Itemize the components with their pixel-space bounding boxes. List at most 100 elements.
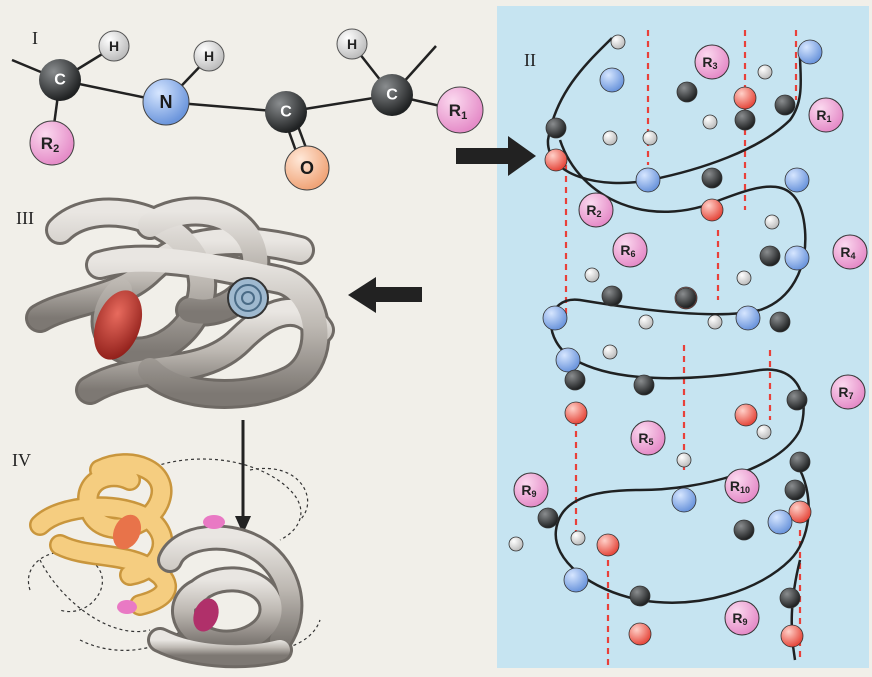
hydrogen-left bbox=[98, 30, 130, 62]
helix-atom-h bbox=[602, 130, 618, 146]
residue-r1-label: R1 bbox=[449, 101, 467, 123]
helix-atom-n bbox=[542, 305, 568, 331]
helix-atom-o bbox=[628, 622, 652, 646]
helix-atom-n bbox=[555, 347, 581, 373]
panel-label-ii: II bbox=[524, 50, 536, 70]
helix-atom-n bbox=[767, 509, 793, 535]
helix-residue-r5-label: R5 bbox=[638, 430, 653, 447]
arrow-left-icon bbox=[348, 277, 422, 313]
tertiary-tube bbox=[25, 196, 335, 409]
helix-residue-r6 bbox=[612, 232, 648, 268]
helix-atom-o bbox=[788, 500, 812, 524]
helix-residue-r9-label: R9 bbox=[521, 482, 536, 499]
helix-atom-n bbox=[735, 305, 761, 331]
helix-atom-h bbox=[764, 214, 780, 230]
residue-r2 bbox=[29, 120, 75, 166]
helix-atom-o bbox=[544, 148, 568, 172]
helix-residue-r7-label: R7 bbox=[838, 384, 853, 401]
helix-atom-n bbox=[784, 245, 810, 271]
helix-atom-o bbox=[564, 401, 588, 425]
helix-atom-c bbox=[779, 587, 801, 609]
helix-residue-r3 bbox=[694, 44, 730, 80]
helix-atom-o bbox=[733, 86, 757, 110]
nitrogen-atom bbox=[142, 78, 190, 126]
helix-atom-h bbox=[676, 452, 692, 468]
helix-atom-n bbox=[635, 167, 661, 193]
helix-atom-c bbox=[734, 109, 756, 131]
helix-cross-section bbox=[227, 277, 269, 319]
helix-atom-h bbox=[642, 130, 658, 146]
helix-atom-c bbox=[633, 374, 655, 396]
hydrogen-right-label: H bbox=[347, 36, 357, 52]
panel-label-iv: IV bbox=[12, 450, 31, 470]
helix-atom-c bbox=[564, 369, 586, 391]
helix-atom-h bbox=[508, 536, 524, 552]
helix-residue-r2 bbox=[578, 192, 614, 228]
carbonyl-carbon bbox=[265, 91, 307, 133]
alpha-carbon-left bbox=[39, 59, 81, 101]
helix-atom-c bbox=[537, 507, 559, 529]
helix-atom-c bbox=[675, 287, 697, 309]
helix-atom-c bbox=[701, 167, 723, 189]
helix-atom-h bbox=[756, 424, 772, 440]
helix-residue-r4 bbox=[832, 234, 868, 270]
helix-residue-r6-label: R6 bbox=[620, 242, 635, 259]
helix-residue-r7 bbox=[830, 374, 866, 410]
peptide-atoms: C H R2 N H C O H C R1 bbox=[29, 28, 484, 191]
residue-r1 bbox=[436, 86, 484, 134]
hydrogen-right bbox=[336, 28, 368, 60]
helix-atom-o bbox=[780, 624, 804, 648]
helix-atom-c bbox=[774, 94, 796, 116]
helix-atom-o bbox=[700, 198, 724, 222]
helix-atom-o bbox=[596, 533, 620, 557]
helix-atom-c bbox=[676, 81, 698, 103]
helix-atom-n bbox=[671, 487, 697, 513]
helix-atom-h bbox=[736, 270, 752, 286]
pink-marker-top bbox=[203, 515, 225, 529]
helix-atom-c bbox=[784, 479, 806, 501]
helix-residue-r9 bbox=[513, 472, 549, 508]
arrow-down-icon bbox=[235, 420, 251, 534]
hydrogen-n bbox=[193, 40, 225, 72]
helix-atom-h bbox=[757, 64, 773, 80]
helix-residue-r5 bbox=[630, 420, 666, 456]
helix-atom-c bbox=[759, 245, 781, 267]
heme-group bbox=[93, 290, 143, 360]
helix-atom-c bbox=[789, 451, 811, 473]
helix-residue-r1-label: R1 bbox=[816, 107, 831, 124]
gray-subunit bbox=[147, 524, 304, 669]
hydrogen-n-label: H bbox=[204, 48, 214, 64]
oxygen-atom bbox=[284, 145, 330, 191]
helix-atom-c bbox=[545, 117, 567, 139]
helix-atom-n bbox=[784, 167, 810, 193]
heme-yellow bbox=[112, 514, 142, 550]
helix-residue-r4-label: R4 bbox=[840, 244, 855, 261]
alpha-carbon-right-label: C bbox=[386, 87, 398, 104]
helix-atom-h bbox=[610, 34, 626, 50]
helix-atom-n bbox=[599, 67, 625, 93]
pink-marker-bottom bbox=[117, 600, 137, 614]
alpha-carbon-right bbox=[371, 74, 413, 116]
helix-atom-c bbox=[601, 285, 623, 307]
helix-atom-n bbox=[797, 39, 823, 65]
alpha-carbon-left-label: C bbox=[54, 72, 66, 89]
helix-residue-r10 bbox=[724, 468, 760, 504]
helix-atom-o bbox=[734, 403, 758, 427]
helix-residue-r10-label: R10 bbox=[730, 478, 750, 495]
helix-panel-background bbox=[497, 6, 869, 668]
helix-residue-r1 bbox=[808, 97, 844, 133]
panel-label-i: I bbox=[32, 28, 38, 48]
helix-residue-r9b-label: R9 bbox=[732, 610, 747, 627]
helix-atom-h bbox=[702, 114, 718, 130]
oxygen-atom-label: O bbox=[300, 158, 314, 178]
helix-residue-r2-label: R2 bbox=[586, 202, 601, 219]
nitrogen-atom-label: N bbox=[160, 92, 173, 112]
helix-atom-c bbox=[769, 311, 791, 333]
helix-atom-h bbox=[584, 267, 600, 283]
hydrogen-left-label: H bbox=[109, 38, 119, 54]
helix-atom-c bbox=[733, 519, 755, 541]
residue-r2-label: R2 bbox=[41, 134, 59, 156]
carbonyl-carbon-label: C bbox=[280, 104, 292, 121]
helix-atom-h bbox=[707, 314, 723, 330]
helix-atom-h bbox=[638, 314, 654, 330]
